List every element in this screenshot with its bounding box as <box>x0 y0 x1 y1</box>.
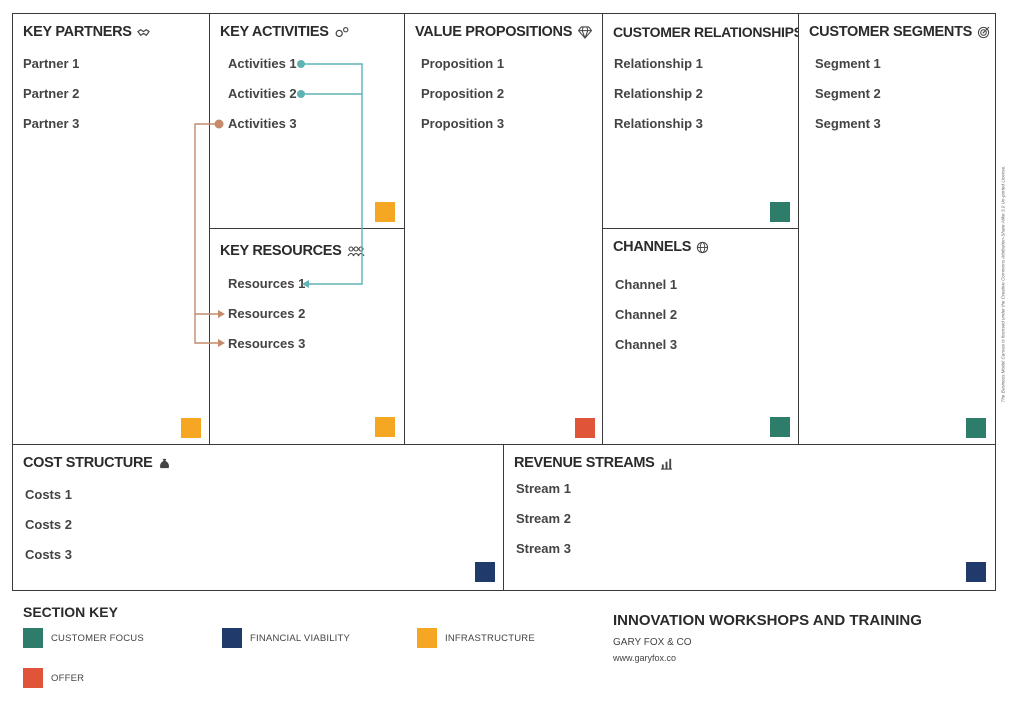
revenue-streams-title: REVENUE STREAMS <box>514 455 673 471</box>
key-activities-list: Activities 1 Activities 2 Activities 3 <box>228 56 297 146</box>
customer-focus-marker <box>966 418 986 438</box>
list-item: Stream 3 <box>516 541 571 556</box>
offer-swatch <box>23 668 43 688</box>
money-bag-icon <box>159 458 169 468</box>
gears-icon <box>335 26 349 37</box>
channels-title: CHANNELS <box>613 239 709 255</box>
value-propositions-list: Proposition 1 Proposition 2 Proposition … <box>421 56 504 146</box>
customer-segments-title: CUSTOMER SEGMENTS <box>809 24 990 40</box>
revenue-streams-list: Stream 1 Stream 2 Stream 3 <box>516 481 571 571</box>
list-item: Proposition 3 <box>421 116 505 131</box>
list-item: Resources 1 <box>228 276 306 291</box>
bar-chart-icon <box>660 458 672 470</box>
cost-structure-list: Costs 1 Costs 2 Costs 3 <box>25 487 72 577</box>
list-item: Channel 1 <box>615 277 678 292</box>
cost-structure-block: COST STRUCTURE Costs 1 Costs 2 Costs 3 <box>12 444 505 591</box>
financial-viability-marker <box>475 562 495 582</box>
key-resources-list: Resources 1 Resources 2 Resources 3 <box>228 276 305 366</box>
key-resources-block: KEY RESOURCES Resources 1 Resources 2 Re… <box>209 228 406 446</box>
list-item: Activities 3 <box>228 116 297 131</box>
list-item: Proposition 2 <box>421 86 505 101</box>
customer-focus-marker <box>770 202 790 222</box>
brand-subtitle: GARY FOX & CO <box>613 637 692 648</box>
key-resources-title: KEY RESOURCES <box>220 243 365 259</box>
list-item: Segment 1 <box>815 56 881 71</box>
list-item: Stream 1 <box>516 481 571 496</box>
list-item: Channel 3 <box>615 337 678 352</box>
customer-segments-block: CUSTOMER SEGMENTS Segment 1 Segment 2 Se… <box>798 13 996 446</box>
license-note: The Business Model Canvas is licensed un… <box>1000 165 1006 403</box>
list-item: Relationship 1 <box>614 56 703 71</box>
brand-title: INNOVATION WORKSHOPS AND TRAINING <box>613 612 922 629</box>
infrastructure-marker <box>375 202 395 222</box>
list-item: Activities 2 <box>228 86 297 101</box>
financial-viability-swatch <box>222 628 242 648</box>
list-item: Proposition 1 <box>421 56 505 71</box>
customer-focus-marker <box>770 417 790 437</box>
diamond-icon <box>577 25 593 39</box>
customer-segments-list: Segment 1 Segment 2 Segment 3 <box>815 56 881 146</box>
list-item: Partner 2 <box>23 86 80 101</box>
section-key-title: SECTION KEY <box>23 604 118 620</box>
list-item: Relationship 2 <box>614 86 703 101</box>
customer-relationships-title: CUSTOMER RELATIONSHIPS <box>613 24 821 40</box>
key-activities-title: KEY ACTIVITIES <box>220 24 350 40</box>
channels-block: CHANNELS Channel 1 Channel 2 Channel 3 <box>602 228 800 446</box>
list-item: Segment 3 <box>815 116 881 131</box>
list-item: Resources 3 <box>228 336 306 351</box>
list-item: Activities 1 <box>228 56 297 71</box>
financial-viability-marker <box>966 562 986 582</box>
list-item: Resources 2 <box>228 306 306 321</box>
list-item: Partner 1 <box>23 56 80 71</box>
value-propositions-block: VALUE PROPOSITIONS Proposition 1 Proposi… <box>404 13 604 446</box>
globe-icon <box>697 241 709 253</box>
customer-focus-swatch <box>23 628 43 648</box>
list-item: Channel 2 <box>615 307 678 322</box>
key-partners-block: KEY PARTNERS Partner 1 Partner 2 Partner… <box>12 13 211 446</box>
key-customer-focus: CUSTOMER FOCUS <box>23 628 144 648</box>
key-activities-block: KEY ACTIVITIES Activities 1 Activities 2… <box>209 13 406 230</box>
revenue-streams-block: REVENUE STREAMS Stream 1 Stream 2 Stream… <box>503 444 996 591</box>
infrastructure-marker <box>375 417 395 437</box>
key-partners-title: KEY PARTNERS <box>23 24 150 40</box>
brand-url: www.garyfox.co <box>613 653 677 663</box>
key-offer: OFFER <box>23 668 84 688</box>
key-infrastructure: INFRASTRUCTURE <box>417 628 535 648</box>
key-partners-list: Partner 1 Partner 2 Partner 3 <box>23 56 79 146</box>
cost-structure-title: COST STRUCTURE <box>23 455 171 471</box>
infrastructure-marker <box>181 418 201 438</box>
value-propositions-title: VALUE PROPOSITIONS <box>415 24 593 40</box>
list-item: Stream 2 <box>516 511 571 526</box>
business-model-canvas: KEY PARTNERS Partner 1 Partner 2 Partner… <box>12 13 996 591</box>
list-item: Segment 2 <box>815 86 881 101</box>
target-icon <box>977 26 990 38</box>
list-item: Partner 3 <box>23 116 80 131</box>
key-financial-viability: FINANCIAL VIABILITY <box>222 628 350 648</box>
list-item: Costs 1 <box>25 487 72 502</box>
customer-relationships-list: Relationship 1 Relationship 2 Relationsh… <box>614 56 703 146</box>
list-item: Costs 3 <box>25 547 72 562</box>
offer-marker <box>575 418 595 438</box>
customer-relationships-block: CUSTOMER RELATIONSHIPS Relationship 1 Re… <box>602 13 821 230</box>
infrastructure-swatch <box>417 628 437 648</box>
people-icon <box>347 246 365 257</box>
list-item: Relationship 3 <box>614 116 703 131</box>
list-item: Costs 2 <box>25 517 72 532</box>
handshake-icon <box>136 28 150 36</box>
channels-list: Channel 1 Channel 2 Channel 3 <box>615 277 677 367</box>
